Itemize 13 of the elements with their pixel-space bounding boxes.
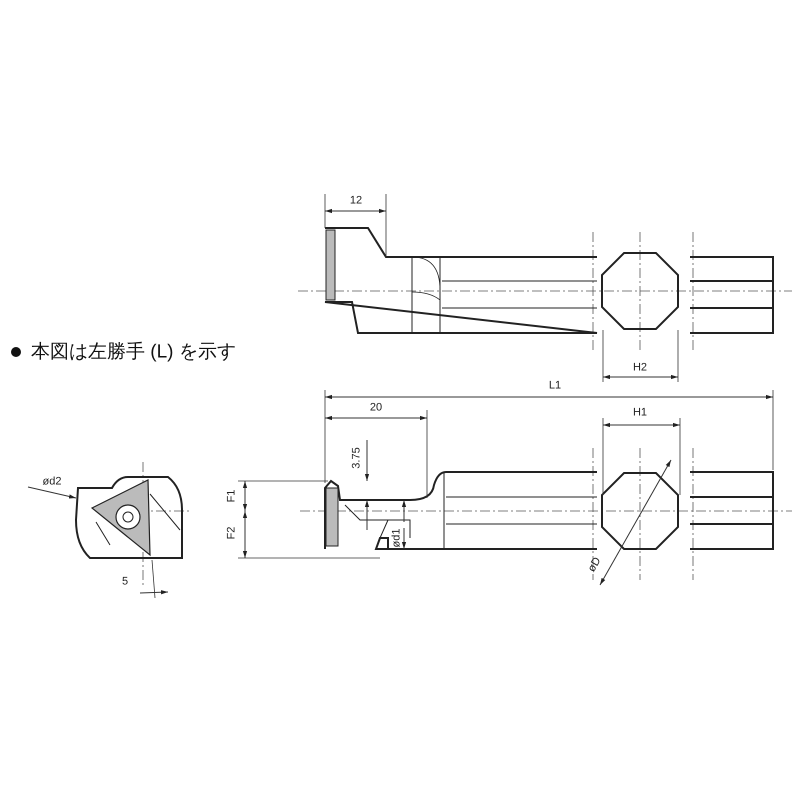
dimension-label: 3.75 [352,447,362,469]
dimension-label: F1 [226,490,238,502]
dimension-label: 12 [350,196,362,206]
dimension-label: øD [586,556,604,574]
dimension-label: 20 [370,402,382,414]
dimension-label: F2 [226,526,238,540]
dimension-label: H1 [632,408,648,418]
dimension-label: 5 [122,576,128,588]
dimension-label: ød2 [42,476,62,488]
note-text: 本図は左勝手 (L) を示す [31,342,236,362]
dimension-label: L1 [548,380,562,392]
dimension-label: H2 [632,362,648,374]
dimension-label: ød1 [392,528,402,548]
